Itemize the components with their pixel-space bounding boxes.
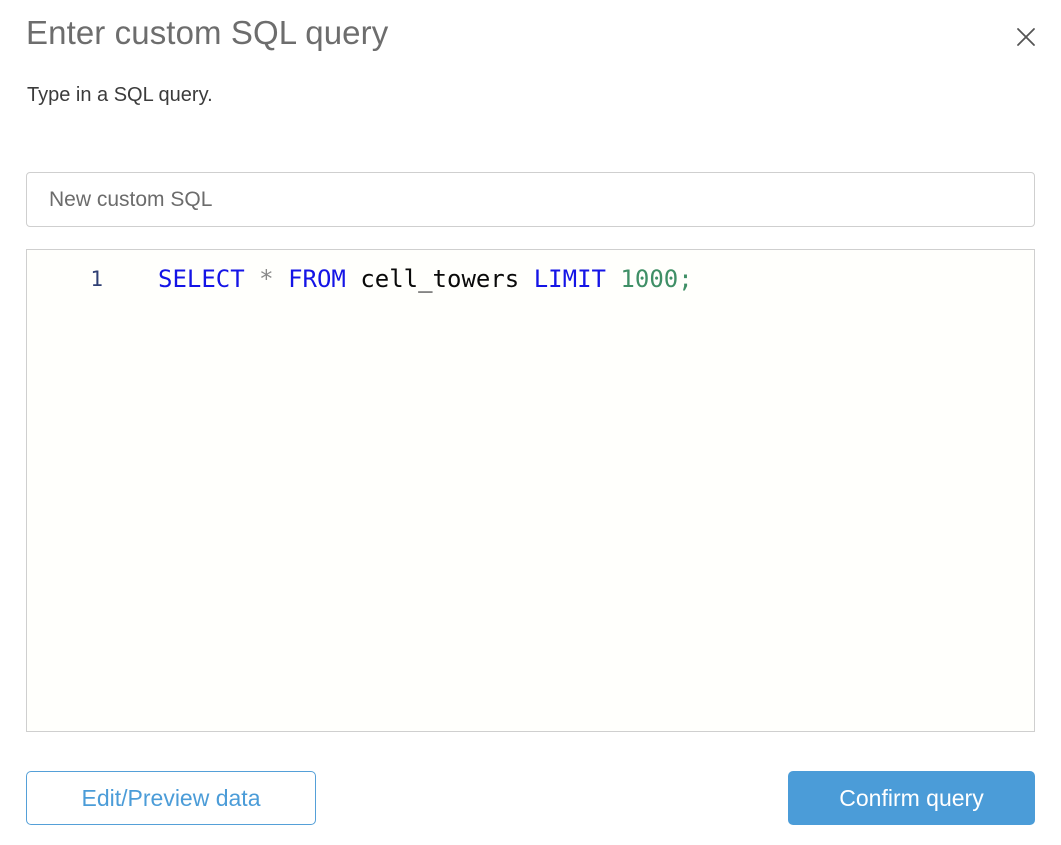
dialog-subtitle: Type in a SQL query.: [27, 84, 213, 106]
query-name-input[interactable]: [26, 172, 1035, 227]
edit-preview-data-button[interactable]: Edit/Preview data: [26, 771, 316, 825]
close-icon: [1015, 26, 1037, 48]
sql-token-semicolon: ;: [678, 265, 693, 293]
sql-code-editor[interactable]: 1 SELECT * FROM cell_towers LIMIT 1000;: [26, 249, 1035, 732]
sql-token-table: cell_towers: [360, 265, 520, 293]
sql-token-select: SELECT: [158, 265, 245, 293]
sql-token-from: FROM: [288, 265, 346, 293]
sql-token-star: *: [259, 265, 274, 293]
sql-code-line[interactable]: SELECT * FROM cell_towers LIMIT 1000;: [103, 262, 1034, 296]
page-title: Enter custom SQL query: [26, 14, 389, 51]
line-number: 1: [90, 267, 103, 291]
confirm-query-button[interactable]: Confirm query: [788, 771, 1035, 825]
sql-token-limit: LIMIT: [533, 265, 606, 293]
close-button[interactable]: [1005, 16, 1047, 58]
sql-token-limit-value: 1000: [620, 265, 679, 293]
editor-line-row: 1 SELECT * FROM cell_towers LIMIT 1000;: [27, 250, 1034, 296]
